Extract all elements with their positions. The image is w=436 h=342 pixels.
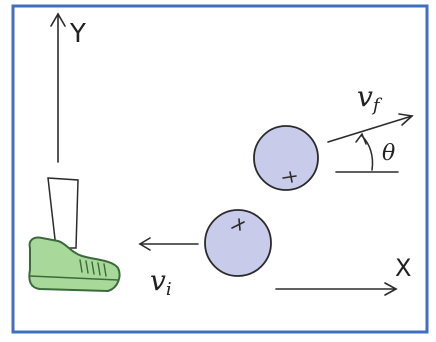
angle-label: θ bbox=[382, 141, 395, 166]
ball-final bbox=[253, 125, 319, 191]
x-axis bbox=[275, 282, 398, 296]
ball-initial-mark bbox=[231, 218, 245, 231]
shoe-icon bbox=[28, 236, 121, 293]
x-axis-label: X bbox=[395, 254, 411, 282]
angle-arc bbox=[355, 132, 374, 171]
y-axis bbox=[50, 12, 66, 163]
velocity-initial-label: vi bbox=[150, 264, 172, 300]
velocity-initial-arrow bbox=[138, 237, 199, 251]
leg bbox=[47, 177, 79, 249]
ball-initial bbox=[204, 209, 272, 277]
ball-final-mark bbox=[282, 171, 297, 183]
velocity-final-arrow bbox=[327, 113, 414, 143]
y-axis-label: Y bbox=[69, 19, 86, 49]
